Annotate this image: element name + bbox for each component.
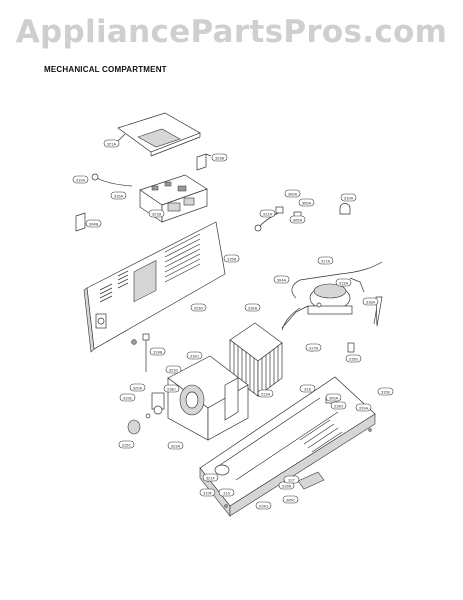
svg-text:319A: 319A xyxy=(359,405,369,410)
part-ref-319G: 319G xyxy=(255,501,272,510)
rear-panel xyxy=(83,221,226,353)
condenser-coil xyxy=(229,307,301,397)
svg-text:315A: 315A xyxy=(114,193,124,198)
part-ref-318A: 318A xyxy=(362,297,379,306)
part-ref-327: 327 xyxy=(283,475,300,484)
svg-text:316A: 316A xyxy=(248,305,258,310)
svg-text:317B: 317B xyxy=(309,345,319,350)
part-ref-317A: 317A xyxy=(317,256,334,265)
part-ref-304A: 304A xyxy=(273,275,290,284)
part-ref-319A: 319A xyxy=(72,175,89,184)
part-ref-312A: 312A xyxy=(259,209,276,218)
svg-text:321A: 321A xyxy=(107,141,117,146)
part-ref-315B: 315B xyxy=(223,254,240,263)
part-ref-315A: 315A xyxy=(110,191,127,200)
svg-text:316B: 316B xyxy=(282,483,292,488)
svg-text:304B: 304B xyxy=(89,221,99,226)
wire-clip xyxy=(75,212,86,232)
svg-text:323D: 323D xyxy=(194,305,204,310)
part-ref-313A-a: 313A xyxy=(335,278,352,287)
svg-text:315E: 315E xyxy=(381,389,391,394)
svg-text:306A: 306A xyxy=(288,191,298,196)
part-ref-315D: 315D xyxy=(345,354,362,363)
svg-text:317A: 317A xyxy=(321,258,331,263)
part-ref-319A-b: 319A xyxy=(355,403,372,412)
part-ref-310A: 310A xyxy=(340,193,357,202)
svg-text:315C: 315C xyxy=(122,442,132,447)
part-ref-313A-b: 313A xyxy=(257,389,274,398)
svg-text:323A: 323A xyxy=(171,443,181,448)
svg-text:318A: 318A xyxy=(366,299,376,304)
page-title: MECHANICAL COMPARTMENT xyxy=(44,65,167,74)
svg-text:319G: 319G xyxy=(259,503,269,508)
part-ref-319F: 319F xyxy=(199,488,216,497)
svg-text:319A: 319A xyxy=(76,177,86,182)
svg-text:313A: 313A xyxy=(261,391,271,396)
svg-text:319E: 319E xyxy=(123,395,133,400)
part-ref-317B: 317B xyxy=(305,343,322,352)
part-ref-304B: 304B xyxy=(85,219,102,228)
fan-shroud xyxy=(167,355,249,441)
svg-text:320A: 320A xyxy=(133,385,143,390)
part-ref-318C: 318C xyxy=(163,384,180,393)
svg-text:321F: 321F xyxy=(206,475,216,480)
svg-text:318C: 318C xyxy=(167,386,177,391)
svg-text:305A: 305A xyxy=(302,200,312,205)
svg-text:321B: 321B xyxy=(152,211,162,216)
part-ref-321B: 321B xyxy=(148,209,165,218)
part-ref-321A: 321A xyxy=(103,133,126,148)
part-ref-321F: 321F xyxy=(202,473,219,482)
compressor xyxy=(281,261,383,353)
fan-motor xyxy=(127,333,165,435)
part-ref-319D: 319D xyxy=(330,401,347,410)
part-ref-306A: 306A xyxy=(284,189,301,198)
svg-text:309A: 309A xyxy=(329,395,339,400)
svg-text:315B: 315B xyxy=(227,256,237,261)
svg-text:304A: 304A xyxy=(277,277,287,282)
svg-text:313A: 313A xyxy=(339,280,349,285)
part-ref-319C: 319C xyxy=(186,351,203,360)
part-ref-305A-b: 305A xyxy=(289,215,306,224)
part-ref-305C: 305C xyxy=(282,495,299,504)
part-ref-319E: 319E xyxy=(119,393,136,402)
tubing-connectors xyxy=(254,203,351,232)
svg-text:312A: 312A xyxy=(263,211,273,216)
part-ref-321D: 321D xyxy=(165,365,182,374)
svg-text:319C: 319C xyxy=(190,353,200,358)
svg-text:310A: 310A xyxy=(344,195,354,200)
svg-text:323B: 323B xyxy=(215,155,225,160)
svg-text:327: 327 xyxy=(288,477,295,482)
part-ref-323A: 323A xyxy=(167,441,184,450)
svg-text:319D: 319D xyxy=(334,403,344,408)
part-ref-315C: 315C xyxy=(118,440,135,449)
control-box-cover xyxy=(117,112,201,157)
svg-text:321D: 321D xyxy=(169,367,179,372)
part-ref-316A: 316A xyxy=(244,303,261,312)
part-ref-323D: 323D xyxy=(190,303,207,312)
part-ref-315: 315 xyxy=(218,488,235,497)
control-board xyxy=(91,173,208,223)
svg-text:305A: 305A xyxy=(293,217,303,222)
part-ref-309A: 309A xyxy=(325,393,342,402)
part-ref-320A: 320A xyxy=(129,383,146,392)
part-ref-323B: 323B xyxy=(211,153,228,162)
svg-text:315: 315 xyxy=(223,490,230,495)
svg-text:305C: 305C xyxy=(286,497,296,502)
part-ref-315E: 315E xyxy=(377,387,394,396)
watermark-logo: AppliancePartsPros.com xyxy=(15,14,448,50)
part-ref-305A-a: 305A xyxy=(298,198,315,207)
svg-text:319B: 319B xyxy=(153,349,163,354)
svg-text:315D: 315D xyxy=(349,356,359,361)
small-bracket xyxy=(196,153,212,171)
part-ref-318: 318 xyxy=(299,384,316,393)
svg-text:319F: 319F xyxy=(203,490,213,495)
part-ref-319B: 319B xyxy=(149,347,166,356)
svg-text:318: 318 xyxy=(304,386,311,391)
